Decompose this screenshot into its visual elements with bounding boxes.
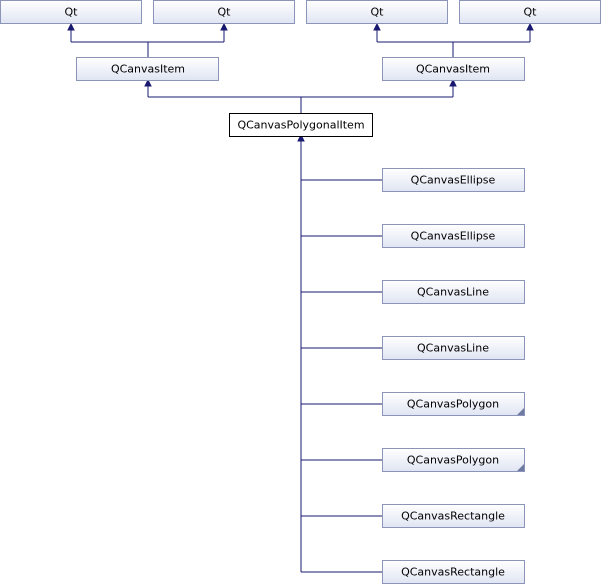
node-label: QCanvasPolygonalItem	[237, 119, 364, 132]
node-label: QCanvasRectangle	[401, 510, 505, 523]
node-box	[382, 168, 525, 192]
node-qt-1[interactable]: Qt	[0, 0, 142, 24]
node-label: QCanvasLine	[417, 286, 489, 299]
node-box	[382, 336, 525, 360]
node-label: Qt	[65, 6, 79, 19]
edges	[70, 30, 531, 573]
node-box	[0, 0, 142, 24]
node-qcanvasline-1[interactable]: QCanvasLine	[382, 280, 525, 304]
arrowhead-qcanvasitem-1	[144, 78, 152, 87]
node-qt-3[interactable]: Qt	[306, 0, 448, 24]
node-box	[382, 392, 525, 416]
node-qcanvaspolygon-1[interactable]: QCanvasPolygon	[382, 392, 525, 416]
node-label: QCanvasPolygon	[407, 398, 499, 411]
node-box	[76, 57, 219, 81]
node-label: QCanvasItem	[111, 63, 185, 76]
node-box	[382, 57, 525, 81]
arrowhead-qcanvasitem-2	[449, 78, 457, 87]
node-label: Qt	[371, 6, 385, 19]
node-label: Qt	[218, 6, 232, 19]
node-qt-4[interactable]: Qt	[459, 0, 601, 24]
node-qcanvasellipse-2[interactable]: QCanvasEllipse	[382, 224, 525, 248]
node-qcanvaspolygon-2[interactable]: QCanvasPolygon	[382, 448, 525, 472]
node-box	[153, 0, 295, 24]
arrowhead-qcanvaspolygonalitem	[297, 133, 305, 142]
node-label: QCanvasEllipse	[411, 174, 496, 187]
node-qcanvasrectangle-2[interactable]: QCanvasRectangle	[382, 560, 525, 584]
node-label: QCanvasPolygon	[407, 454, 499, 467]
node-box	[229, 113, 373, 137]
more-indicator-icon	[517, 464, 524, 471]
node-label: QCanvasEllipse	[411, 230, 496, 243]
node-box	[382, 224, 525, 248]
node-box	[382, 280, 525, 304]
arrowhead-qt-4	[526, 22, 534, 31]
node-qt-2[interactable]: Qt	[153, 0, 295, 24]
node-box	[382, 504, 525, 528]
node-label: Qt	[524, 6, 538, 19]
more-indicator-icon	[517, 408, 524, 415]
node-label: QCanvasLine	[417, 342, 489, 355]
node-label: QCanvasItem	[416, 63, 490, 76]
arrowheads	[67, 22, 534, 142]
node-box	[382, 448, 525, 472]
node-box	[306, 0, 448, 24]
node-qcanvasellipse-1[interactable]: QCanvasEllipse	[382, 168, 525, 192]
arrowhead-qt-1	[67, 22, 75, 31]
node-label: QCanvasRectangle	[401, 566, 505, 579]
arrowhead-qt-2	[220, 22, 228, 31]
node-box	[459, 0, 601, 24]
node-qcanvasline-2[interactable]: QCanvasLine	[382, 336, 525, 360]
node-qcanvasitem-1[interactable]: QCanvasItem	[76, 57, 219, 81]
node-qcanvasrectangle-1[interactable]: QCanvasRectangle	[382, 504, 525, 528]
node-qcanvaspolygonalitem: QCanvasPolygonalItem	[229, 113, 373, 137]
node-qcanvasitem-2[interactable]: QCanvasItem	[382, 57, 525, 81]
arrowhead-qt-3	[373, 22, 381, 31]
